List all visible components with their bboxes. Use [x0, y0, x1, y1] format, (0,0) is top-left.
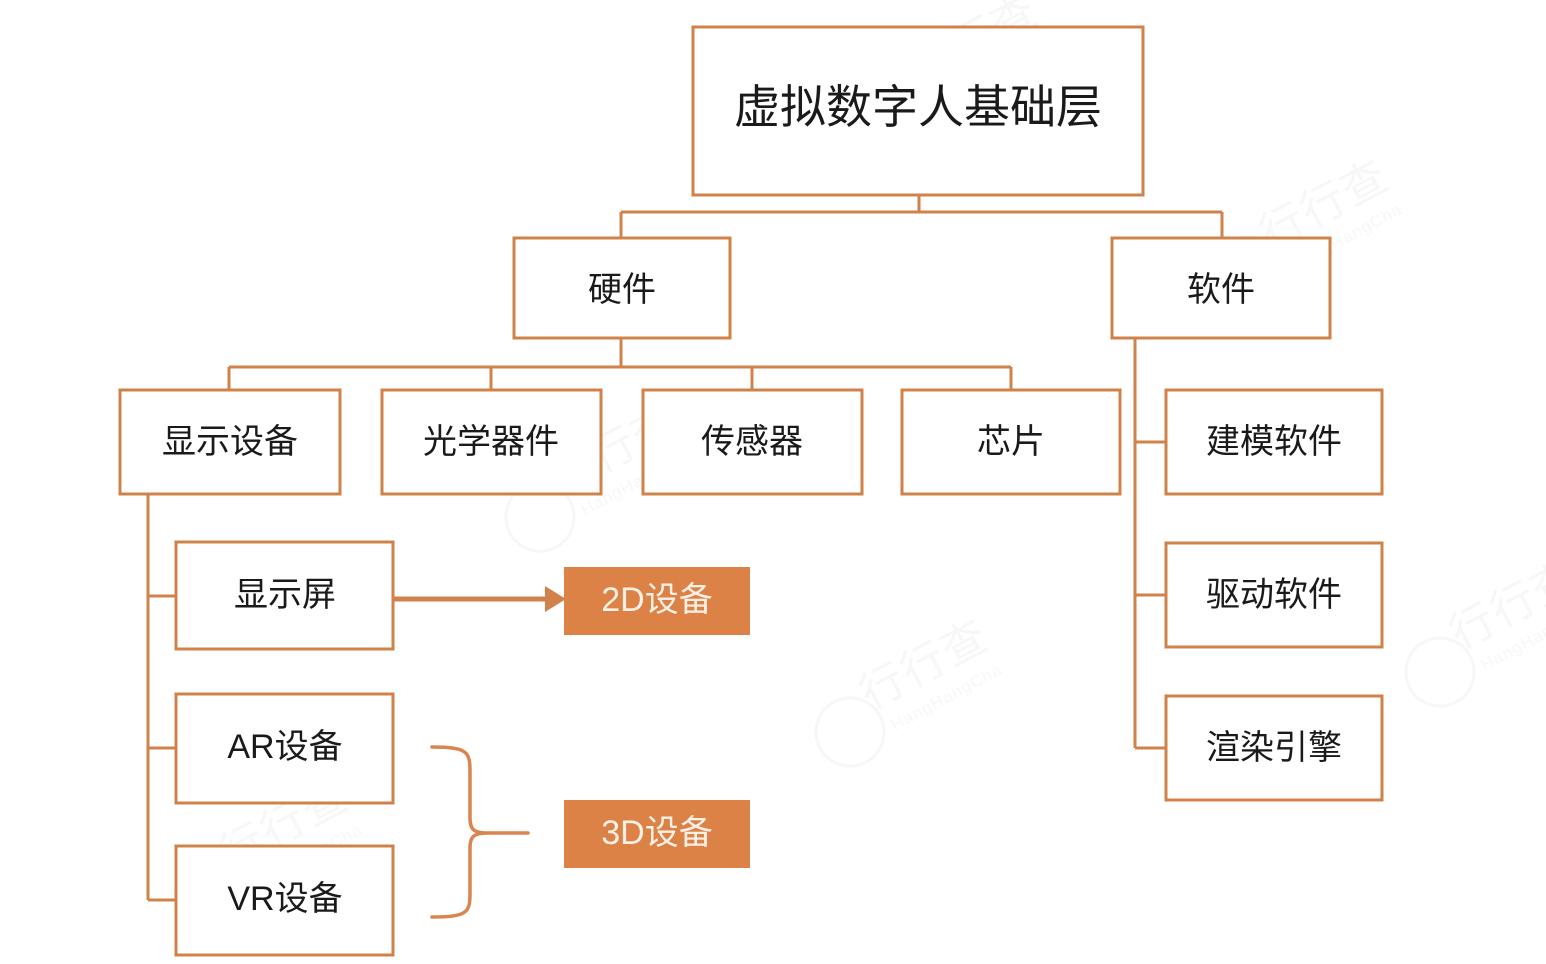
node-driver-software-box[interactable] [1164, 541, 1384, 649]
node-render-engine-label: 渲染引擎 [1206, 729, 1342, 767]
node-driver-software[interactable]: 驱动软件 [1164, 541, 1384, 649]
node-display-device[interactable]: 显示设备 [118, 388, 342, 496]
node-2d-device-box[interactable] [564, 567, 750, 635]
node-vr-device-box[interactable] [174, 844, 395, 957]
node-3d-device[interactable]: 3D设备 [564, 800, 750, 868]
node-sensor-box[interactable] [641, 388, 864, 496]
connector-layer [146, 195, 1224, 919]
node-sensor[interactable]: 传感器 [641, 388, 864, 496]
node-ar-device[interactable]: AR设备 [174, 692, 395, 805]
node-optics[interactable]: 光学器件 [380, 388, 603, 496]
node-software-label: 软件 [1187, 271, 1255, 309]
node-root-box[interactable] [691, 25, 1145, 197]
node-modeling-software[interactable]: 建模软件 [1164, 388, 1384, 496]
node-root-label: 虚拟数字人基础层 [734, 81, 1102, 133]
node-software-box[interactable] [1110, 236, 1332, 340]
node-modeling-software-box[interactable] [1164, 388, 1384, 496]
node-chip[interactable]: 芯片 [900, 388, 1122, 496]
node-2d-device[interactable]: 2D设备 [564, 567, 750, 635]
node-hardware-label: 硬件 [588, 271, 656, 309]
node-vr-device-label: VR设备 [227, 880, 342, 918]
watermark-mark: 行行查 HangHangCha [814, 611, 1006, 768]
node-screen[interactable]: 显示屏 [174, 540, 395, 651]
node-render-engine[interactable]: 渲染引擎 [1164, 694, 1384, 802]
node-vr-device[interactable]: VR设备 [174, 844, 395, 957]
node-display-device-label: 显示设备 [162, 423, 298, 461]
brace-3d-grouping [430, 745, 491, 919]
node-display-device-box[interactable] [118, 388, 342, 496]
node-software[interactable]: 软件 [1110, 236, 1332, 340]
node-driver-software-label: 驱动软件 [1206, 576, 1342, 614]
node-screen-label: 显示屏 [234, 576, 336, 614]
node-screen-box[interactable] [174, 540, 395, 651]
node-optics-box[interactable] [380, 388, 603, 496]
arrow-head-icon [545, 586, 566, 612]
node-3d-device-label: 3D设备 [601, 814, 712, 852]
node-hardware[interactable]: 硬件 [512, 236, 732, 340]
node-chip-box[interactable] [900, 388, 1122, 496]
node-root[interactable]: 虚拟数字人基础层 [691, 25, 1145, 197]
watermark-mark: 行行查 HangHangCha [1404, 551, 1546, 708]
node-ar-device-box[interactable] [174, 692, 395, 805]
node-modeling-software-label: 建模软件 [1206, 423, 1342, 461]
node-chip-label: 芯片 [977, 423, 1045, 461]
node-render-engine-box[interactable] [1164, 694, 1384, 802]
node-sensor-label: 传感器 [701, 423, 803, 461]
node-optics-label: 光学器件 [423, 423, 559, 461]
node-hardware-box[interactable] [512, 236, 732, 340]
node-3d-device-box[interactable] [564, 800, 750, 868]
node-2d-device-label: 2D设备 [601, 581, 712, 619]
node-ar-device-label: AR设备 [227, 728, 342, 766]
